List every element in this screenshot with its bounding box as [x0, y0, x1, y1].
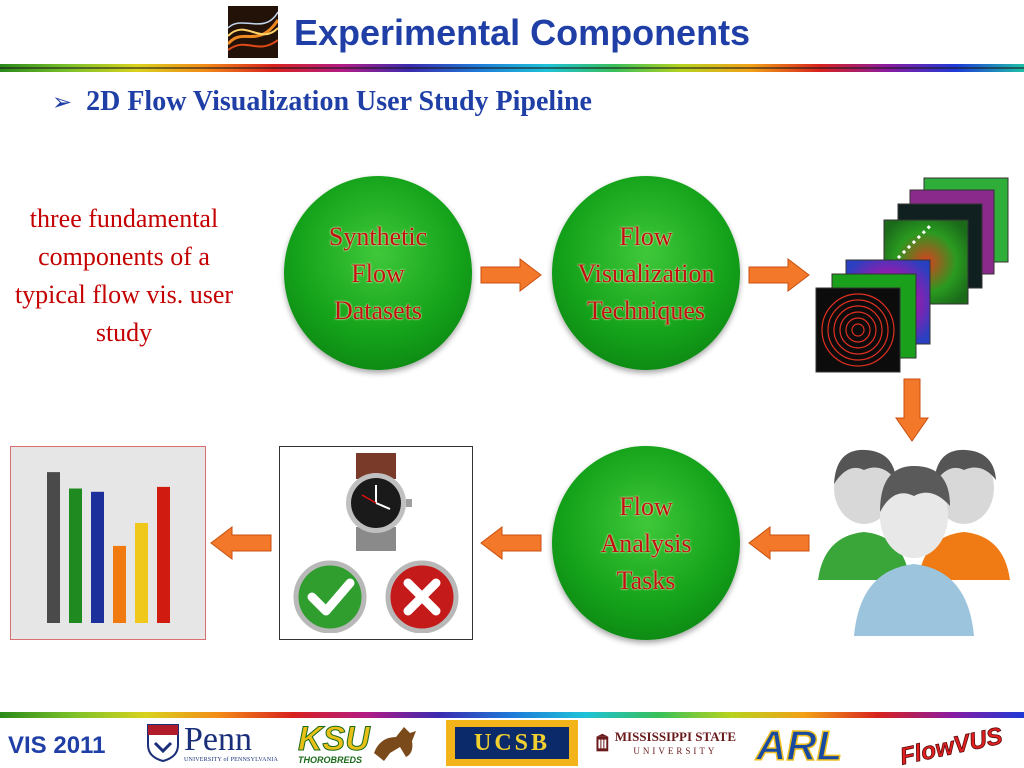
side-note: three fundamental components of a typica… — [14, 204, 234, 347]
cross-icon — [385, 560, 459, 633]
bar-chart-icon-bar — [47, 472, 60, 623]
ksu-logo-subtitle: THOROBREDS — [298, 754, 363, 765]
header-logo — [228, 6, 278, 58]
arrow-left-icon — [210, 526, 272, 560]
penn-shield-icon — [147, 724, 179, 763]
footer-conference-label: VIS 2011 — [8, 732, 106, 759]
circle-techniques-label: Flow Visualization Techniques — [577, 221, 715, 325]
bar-chart-icon-bar — [69, 488, 82, 623]
bullet-heading-text: 2D Flow Visualization User Study Pipelin… — [86, 86, 592, 117]
arrow-down-icon — [895, 378, 929, 442]
footer-rainbow-divider — [0, 712, 1024, 718]
msu-building-icon — [596, 733, 609, 752]
mississippi-state-logo: MISSISSIPPI STATE UNIVERSITY — [596, 720, 736, 766]
ucsb-logo: UCSB — [446, 720, 578, 766]
msu-logo-subtitle: UNIVERSITY — [633, 745, 718, 756]
flowvus-logo: FlowVUS — [890, 720, 1020, 766]
circle-synthetic-flow-datasets: Synthetic Flow Datasets — [284, 176, 472, 370]
ksu-logo-name: KSU — [298, 719, 371, 758]
flowvus-logo-name: FlowVUS — [898, 723, 1005, 766]
arrow-left-icon — [480, 526, 542, 560]
bar-chart-icon-bar — [91, 491, 104, 623]
penn-logo-subtitle: UNIVERSITY of PENNSYLVANIA — [184, 757, 278, 763]
bar-chart-icon-bar — [157, 486, 170, 623]
users-group-icon — [818, 449, 1010, 636]
horse-icon — [373, 727, 416, 761]
flow-visualization-image-stack — [815, 177, 1009, 373]
bullet-heading: ➢ 2D Flow Visualization User Study Pipeli… — [52, 86, 592, 118]
bar-chart-icon — [47, 472, 170, 623]
penn-logo-name: Penn — [184, 721, 252, 758]
wristwatch-icon — [346, 453, 412, 551]
arl-logo-name: ARL — [755, 722, 842, 766]
arrow-right-icon — [748, 258, 810, 292]
circle-flow-analysis-tasks: Flow Analysis Tasks — [552, 446, 740, 640]
arrow-bullet-icon: ➢ — [52, 88, 73, 116]
page-title: Experimental Components — [294, 12, 751, 53]
swirl-logo-icon — [228, 6, 278, 58]
results-box — [10, 446, 206, 640]
penn-logo: Penn UNIVERSITY of PENNSYLVANIA — [146, 720, 280, 766]
circle-tasks-label: Flow Analysis Tasks — [600, 491, 692, 595]
checkmark-icon — [293, 560, 367, 633]
bar-chart-icon-bar — [113, 545, 126, 623]
circle-flow-visualization-techniques: Flow Visualization Techniques — [552, 176, 740, 370]
arrow-left-icon — [748, 526, 810, 560]
bar-chart-icon-bar — [135, 522, 148, 623]
circle-synthetic-label: Synthetic Flow Datasets — [328, 221, 428, 325]
msu-logo-name: MISSISSIPPI STATE — [614, 729, 736, 745]
flowvus-logo-mark: FlowVUS — [897, 722, 1005, 766]
arrow-right-icon — [480, 258, 542, 292]
arl-logo-mark: ARL — [754, 721, 843, 766]
header-rainbow-divider — [0, 64, 1024, 72]
ksu-logo: KSU THOROBREDS — [298, 720, 432, 766]
ucsb-logo-name: UCSB — [473, 729, 551, 756]
arl-logo: ARL — [750, 720, 880, 766]
task-answer-box — [279, 446, 473, 640]
